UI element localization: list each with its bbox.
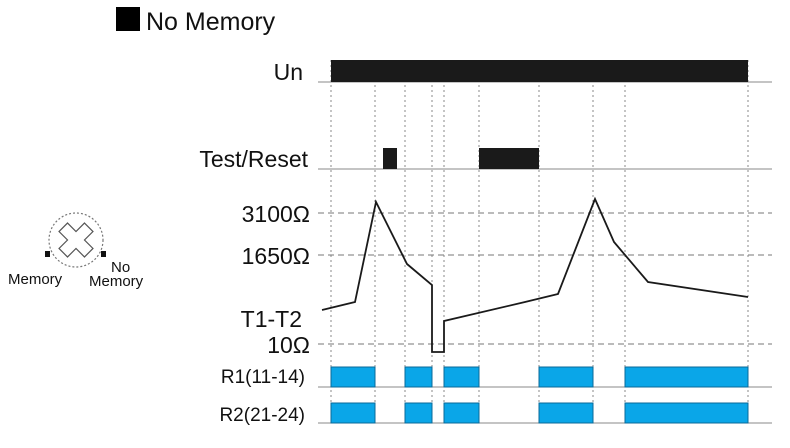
knob-label-no: No <box>111 259 130 276</box>
r1-pulses <box>330 366 749 388</box>
knob-label-no-memory: Memory <box>89 273 144 290</box>
r1-pulse <box>624 366 749 388</box>
r1-pulse <box>330 366 376 388</box>
knob-label-memory: Memory <box>8 271 63 288</box>
r1-pulse <box>404 366 433 388</box>
row-label-r2: R2(21-24) <box>219 405 305 426</box>
row-label-un: Un <box>274 59 303 85</box>
level-label-10: 10Ω <box>267 332 310 358</box>
r2-pulse <box>330 402 376 424</box>
cross-icon <box>58 222 94 258</box>
level-label-t1-t2: T1-T2 <box>241 306 302 332</box>
row-label-test-reset: Test/Reset <box>199 146 308 172</box>
r2-pulses <box>330 402 749 424</box>
r1-pulse <box>443 366 480 388</box>
resistance-curve <box>321 196 749 353</box>
level-label-3100: 3100Ω <box>242 201 310 227</box>
memory-selector-knob <box>45 212 106 268</box>
test-reset-pulse <box>479 148 539 169</box>
test-reset-pulse <box>383 148 397 169</box>
r2-pulse <box>443 402 480 424</box>
knob-marker-no-memory <box>101 251 106 257</box>
threshold-lines <box>318 212 772 345</box>
r2-pulse <box>624 402 749 424</box>
r2-pulse <box>538 402 594 424</box>
legend-swatch <box>116 7 140 31</box>
r1-pulse <box>538 366 594 388</box>
un-pulse <box>331 60 748 82</box>
level-label-1650: 1650Ω <box>242 243 310 269</box>
event-guides <box>330 60 749 423</box>
row-label-r1: R1(11-14) <box>221 367 305 388</box>
r2-pulse <box>404 402 433 424</box>
knob-marker-memory <box>45 251 50 257</box>
legend-label: No Memory <box>146 8 276 36</box>
